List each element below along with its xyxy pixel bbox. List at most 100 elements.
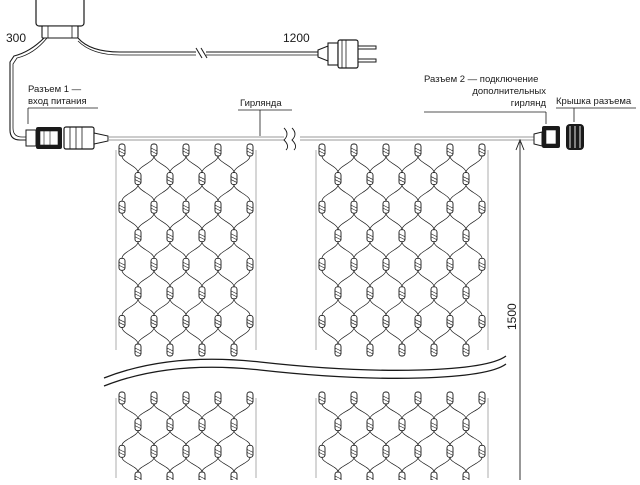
led-bulb-icon (118, 143, 126, 157)
led-bulb-icon (478, 314, 486, 328)
mesh-wire (449, 184, 467, 202)
led-bulb-icon (382, 314, 390, 328)
led-bulb-icon (334, 229, 342, 243)
mesh-wire (201, 241, 219, 259)
mesh-wire (233, 457, 251, 473)
mesh-wire (369, 403, 387, 419)
led-bulb-icon (366, 418, 374, 432)
mesh-wire (385, 184, 403, 202)
height-dimension-label: 1500 (505, 303, 519, 330)
led-bulb-icon (214, 314, 222, 328)
mesh-wire (121, 327, 139, 345)
mesh-wire (153, 430, 171, 446)
led-bulb-icon (318, 200, 326, 214)
led-bulb-icon (430, 172, 438, 186)
led-bulb-icon (350, 444, 358, 458)
leader-lines (27, 107, 636, 136)
mesh-wire (153, 155, 171, 173)
led-bulb-icon (462, 229, 470, 243)
mesh-wire (449, 270, 467, 287)
mesh-wire (137, 403, 155, 419)
mesh-wire (169, 155, 187, 173)
mesh-wire (169, 213, 187, 230)
connector-1-label-line2: вход питания (28, 96, 87, 107)
led-bulb-icon (182, 444, 190, 458)
mesh-wire (185, 403, 203, 419)
mesh-wire (121, 430, 139, 446)
led-bulb-icon (382, 200, 390, 214)
mesh-wire (137, 298, 155, 316)
power-plug-icon (317, 39, 377, 69)
mesh-wire (353, 155, 371, 173)
garland-label: Гирлянда (240, 98, 282, 109)
led-bulb-icon (366, 172, 374, 186)
mesh-wire (233, 327, 251, 345)
mesh-wire (433, 457, 451, 473)
mesh-wire (369, 430, 387, 446)
led-bulb-icon (350, 391, 358, 405)
mesh-wire (401, 298, 419, 316)
mesh-wire (201, 184, 219, 202)
mesh-wire (449, 327, 467, 345)
led-bulb-icon (182, 314, 190, 328)
led-bulb-icon (414, 200, 422, 214)
led-bulb-icon (150, 143, 158, 157)
mesh-wire (233, 270, 251, 287)
connector-2-label-line2: дополнительных (472, 86, 546, 97)
mesh-wire (449, 155, 467, 173)
mesh-wire (385, 430, 403, 446)
mesh-wire (185, 430, 203, 446)
led-bulb-icon (398, 418, 406, 432)
mesh-wire (153, 241, 171, 259)
mesh-wire (185, 327, 203, 345)
mesh-wire (153, 184, 171, 202)
mesh-wire (465, 241, 483, 259)
mesh-wire (217, 270, 235, 287)
led-bulb-icon (118, 200, 126, 214)
mesh-wire (449, 241, 467, 259)
led-bulb-icon (230, 172, 238, 186)
connector-2-label-line1: Разъем 2 — подключение (424, 74, 539, 85)
led-bulb-icon (382, 143, 390, 157)
connector-2-icon (533, 126, 560, 148)
power-cable (77, 37, 318, 59)
mesh-wire (369, 213, 387, 230)
mesh-wire (201, 155, 219, 173)
mesh-wire (233, 184, 251, 202)
mesh-wire (417, 403, 435, 419)
mesh-wire (369, 184, 387, 202)
led-bulb-icon (414, 257, 422, 271)
mesh-wire (321, 298, 339, 316)
mesh-wire (185, 298, 203, 316)
mesh-wire (321, 327, 339, 345)
mesh-wire (385, 298, 403, 316)
mesh-wire (233, 430, 251, 446)
mesh-wire (417, 457, 435, 473)
led-bulb-icon (198, 229, 206, 243)
mesh-wire (417, 241, 435, 259)
led-bulb-icon (214, 200, 222, 214)
led-bulb-icon (166, 286, 174, 300)
mesh-wire (137, 270, 155, 287)
mesh-wire (169, 298, 187, 316)
mesh-wire (401, 457, 419, 473)
led-bulb-icon (366, 229, 374, 243)
led-bulb-icon (350, 314, 358, 328)
mesh-wire (465, 270, 483, 287)
led-bulb-icon (334, 343, 342, 357)
led-bulb-icon (430, 229, 438, 243)
mesh-wire (433, 241, 451, 259)
led-bulb-icon (462, 343, 470, 357)
mesh-wire (201, 403, 219, 419)
led-bulb-icon (430, 418, 438, 432)
mesh-wire (465, 155, 483, 173)
lead-cable (9, 37, 45, 141)
mesh-wire (121, 457, 139, 473)
led-bulb-icon (118, 444, 126, 458)
mesh-wire (233, 241, 251, 259)
lead-length-label: 300 (6, 31, 27, 45)
led-bulb-icon (198, 286, 206, 300)
led-bulb-icon (134, 471, 142, 485)
power-adapter-icon (35, 0, 85, 39)
led-bulb-icon (430, 286, 438, 300)
